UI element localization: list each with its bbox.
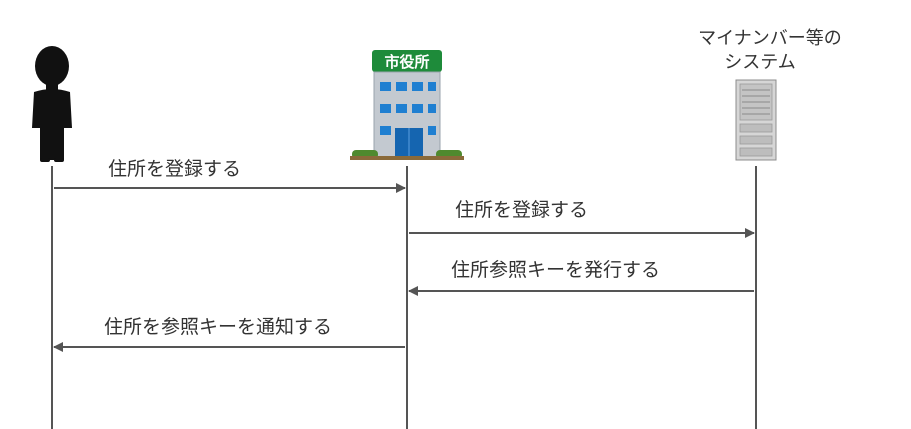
person-silhouette-icon — [32, 46, 72, 162]
system-label-line2: システム — [724, 52, 795, 73]
message-label: 住所を登録する — [455, 199, 588, 221]
message-notify-reference-key: 住所を参照キーを通知する — [53, 316, 405, 352]
message-label: 住所参照キーを発行する — [451, 259, 660, 281]
message-label: 住所を登録する — [108, 158, 241, 180]
city-hall-actor: 市役所 — [350, 50, 464, 160]
city-hall-sign: 市役所 — [384, 53, 429, 71]
message-register-to-system: 住所を登録する — [409, 199, 755, 238]
server-tower-icon — [735, 79, 777, 161]
system-label-line1: マイナンバー等の — [698, 28, 842, 49]
system-actor: マイナンバー等の システム — [698, 28, 842, 161]
person-actor — [32, 46, 72, 162]
message-label: 住所を参照キーを通知する — [104, 316, 332, 338]
message-issue-reference-key: 住所参照キーを発行する — [408, 259, 754, 296]
city-hall-building-icon: 市役所 — [350, 50, 464, 160]
message-register-to-city-hall: 住所を登録する — [54, 158, 406, 193]
